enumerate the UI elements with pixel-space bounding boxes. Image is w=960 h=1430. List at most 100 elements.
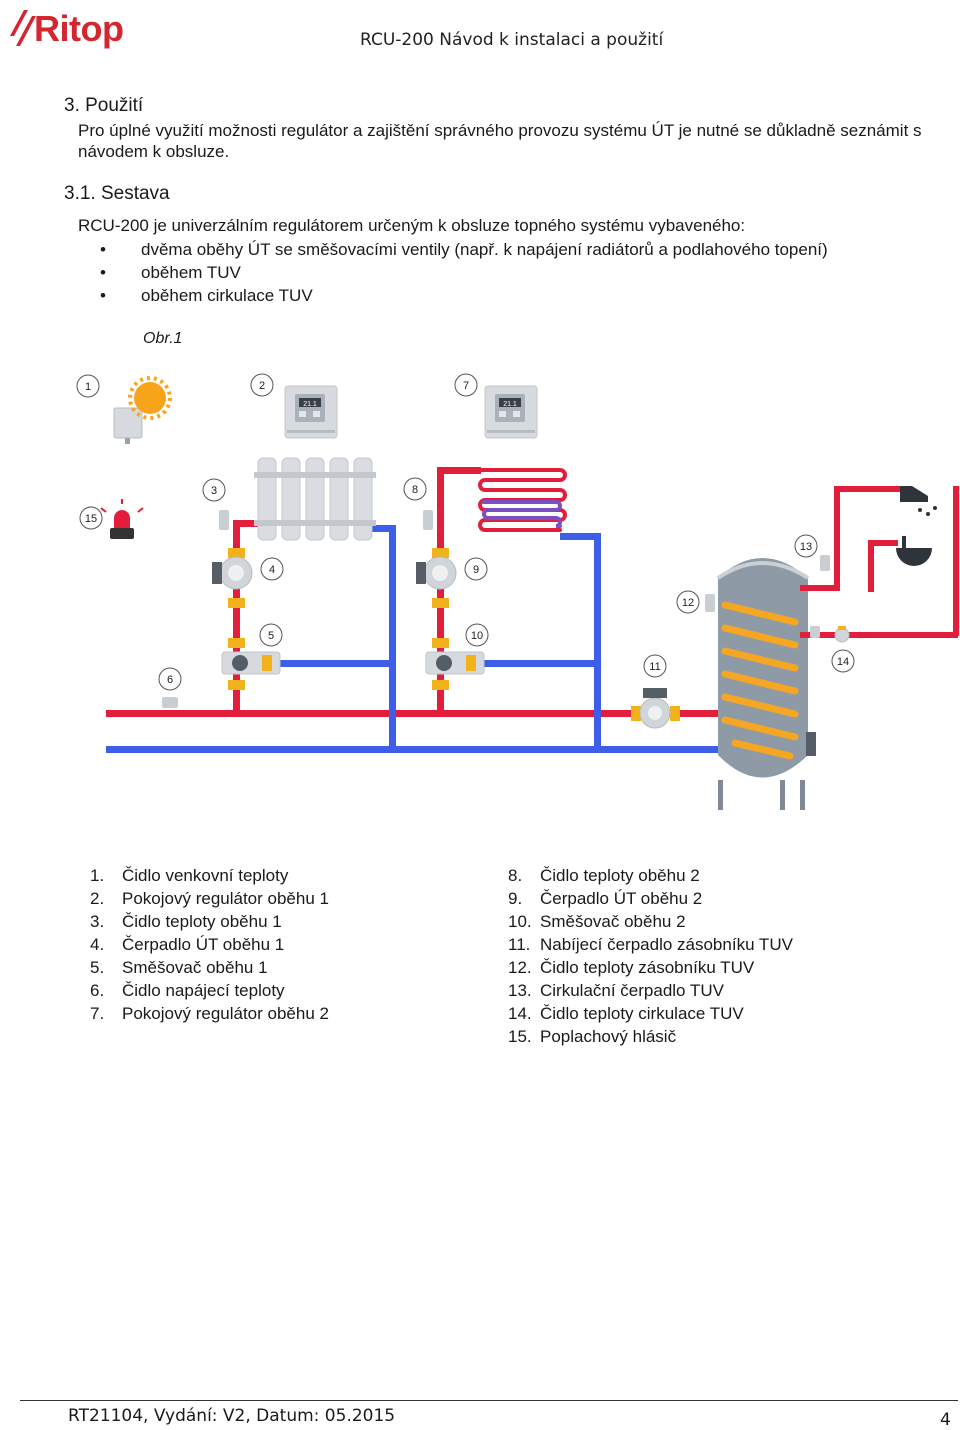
- label-badge-text: 2: [259, 380, 265, 392]
- sensor-6-icon: [162, 697, 178, 708]
- sensor-3-icon: [219, 510, 229, 530]
- label-badge-4: 4: [260, 557, 284, 581]
- label-badge-10: 10: [465, 623, 489, 647]
- label-badge-text: 9: [473, 564, 479, 576]
- dhw-right-vertical: [953, 486, 959, 636]
- pump-9-icon: [416, 548, 457, 608]
- dhw-hot-pipe: [800, 585, 840, 591]
- room-controller-1-display: 21.1: [303, 401, 317, 408]
- circulation-pump-icon: [834, 626, 850, 643]
- footer-text: RT21104, Vydání: V2, Datum: 05.2015: [68, 1406, 396, 1426]
- legend-item: 13.Cirkulační čerpadlo TUV: [508, 981, 724, 1000]
- label-badge-1: 1: [76, 374, 100, 398]
- legend-item: 3.Čidlo teploty oběhu 1: [90, 912, 282, 931]
- circulation-pipe: [800, 632, 958, 638]
- label-badge-13: 13: [794, 534, 818, 558]
- label-badge-15: 15: [79, 506, 103, 530]
- sensor-13-icon: [820, 555, 830, 571]
- mixer1-bypass: [240, 660, 396, 667]
- subsection-heading: 3.1. Sestava: [64, 183, 170, 204]
- page-number: 4: [940, 1410, 951, 1430]
- label-badge-text: 3: [211, 485, 217, 497]
- legend-item: 1.Čidlo venkovní teploty: [90, 866, 289, 885]
- legend-item: 11.Nabíjecí čerpadlo zásobníku TUV: [508, 935, 793, 954]
- hot-water-tank-icon: [716, 558, 816, 810]
- ritop-logo-icon: [10, 10, 36, 46]
- sensor-14-icon: [810, 626, 820, 638]
- label-badge-text: 7: [463, 380, 469, 392]
- label-badge-text: 13: [800, 541, 812, 553]
- bullet-item: oběhem cirkulace TUV: [100, 284, 828, 307]
- label-badge-3: 3: [202, 478, 226, 502]
- supply-pipe: [106, 710, 716, 717]
- label-badge-text: 10: [471, 630, 483, 642]
- circuit1-supply-pipe: [233, 520, 240, 716]
- label-badge-text: 12: [682, 597, 694, 609]
- section-paragraph: Pro úplné využití možnosti regulátor a z…: [78, 121, 922, 161]
- legend-item: 9.Čerpadlo ÚT oběhu 2: [508, 889, 703, 908]
- legend-item: 7.Pokojový regulátor oběhu 2: [90, 1004, 329, 1023]
- sun-icon: [128, 376, 172, 420]
- room-controller-1-icon: 21.1: [284, 385, 338, 439]
- circuit1-return-top: [370, 525, 396, 532]
- component-bullet-list: dvěma oběhy ÚT se směšovacími ventily (n…: [100, 238, 828, 307]
- mixer2-bypass: [444, 660, 601, 667]
- figure-caption: Obr.1: [143, 330, 183, 347]
- room-controller-2-icon: 21.1: [484, 385, 538, 439]
- dhw-riser-right: [868, 540, 874, 592]
- sensor-8-icon: [423, 510, 433, 530]
- legend-item: 10.Směšovač oběhu 2: [508, 912, 686, 931]
- label-badge-12: 12: [676, 590, 700, 614]
- label-badge-text: 14: [837, 656, 849, 668]
- circuit2-return-pipe: [594, 533, 601, 753]
- mixer-5-icon: [221, 638, 281, 690]
- label-badge-11: 11: [643, 654, 667, 678]
- circuit2-return-top: [560, 533, 601, 540]
- floor-heating-loop-icon: [478, 468, 567, 532]
- legend-item: 6.Čidlo napájecí teploty: [90, 981, 285, 1000]
- label-badge-text: 15: [85, 513, 97, 525]
- room-controller-2-display: 21.1: [503, 401, 517, 408]
- label-badge-7: 7: [454, 373, 478, 397]
- return-pipe: [106, 746, 716, 753]
- label-badge-text: 11: [649, 661, 660, 673]
- circuit1-supply-top: [233, 520, 259, 527]
- tank-return-pipe: [680, 746, 720, 753]
- logo-text: Ritop: [34, 8, 124, 49]
- alarm-beacon-icon: [100, 499, 144, 539]
- label-badge-5: 5: [259, 623, 283, 647]
- subsection-intro: RCU-200 je univerzálním regulátorem urče…: [78, 216, 746, 235]
- document-title: RCU-200 Návod k instalaci a použití: [360, 30, 664, 50]
- pump-11-icon: [631, 688, 680, 729]
- dhw-riser: [834, 486, 840, 591]
- outdoor-sensor-icon: [113, 407, 143, 444]
- legend-right: 8.Čidlo teploty oběhu 2 9.Čerpadlo ÚT ob…: [508, 864, 793, 1048]
- legend-item: 8.Čidlo teploty oběhu 2: [508, 866, 700, 885]
- legend-item: 12.Čidlo teploty zásobníku TUV: [508, 958, 755, 977]
- label-badge-text: 6: [167, 674, 173, 686]
- legend-item: 5.Směšovač oběhu 1: [90, 958, 268, 977]
- label-badge-text: 1: [85, 381, 91, 393]
- circuit1-return-pipe: [389, 525, 396, 753]
- mixer-10-icon: [425, 638, 485, 690]
- label-badge-14: 14: [831, 649, 855, 673]
- label-badge-2: 2: [250, 373, 274, 397]
- pump-4-icon: [212, 548, 253, 608]
- circuit2-supply-pipe: [437, 467, 444, 716]
- legend-item: 15.Poplachový hlásič: [508, 1027, 677, 1046]
- section-heading: 3. Použití: [64, 95, 144, 116]
- label-badge-text: 4: [269, 564, 275, 576]
- heating-system-diagram: 21.1 21.1: [76, 373, 959, 810]
- sink-icon: [896, 536, 932, 566]
- legend-item: 4.Čerpadlo ÚT oběhu 1: [90, 935, 285, 954]
- label-badge-8: 8: [403, 477, 427, 501]
- label-badge-9: 9: [464, 557, 488, 581]
- legend-item: 2.Pokojový regulátor oběhu 1: [90, 889, 329, 908]
- footer-divider: [20, 1400, 958, 1401]
- shower-head-icon: [900, 486, 937, 516]
- dhw-top: [834, 486, 904, 492]
- circuit2-supply-top: [437, 467, 481, 474]
- label-badge-text: 8: [412, 484, 418, 496]
- tank-feed-pipe: [680, 710, 720, 717]
